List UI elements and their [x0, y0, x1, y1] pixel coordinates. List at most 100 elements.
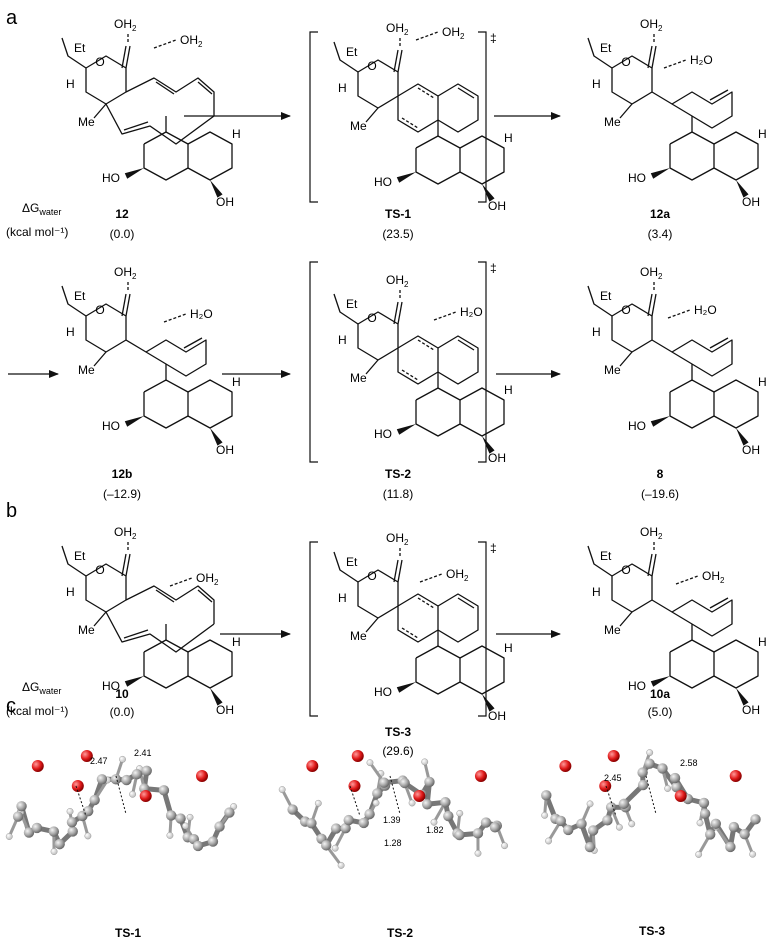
energy-ts1: (23.5): [382, 227, 413, 241]
water-10a-label: OH2: [702, 569, 725, 585]
ts1-double-dagger: ‡: [490, 31, 497, 45]
label-ts3: TS-3: [385, 725, 411, 739]
water-10a: OH2: [675, 569, 725, 585]
structure-12-water-top: OH2: [114, 17, 137, 33]
structure-12a-oh-lower: OH: [742, 195, 760, 209]
model-ts1-o-atom: [31, 760, 44, 772]
ts1-bracket-right: [478, 31, 487, 203]
structure-10-h-right: H: [232, 635, 241, 649]
ts-brackets: [309, 31, 487, 717]
structure-10a-me: Me: [604, 623, 621, 637]
svg-text:(kcal mol⁻¹): (kcal mol⁻¹): [6, 704, 68, 718]
structure-ts1-oh-lower: OH: [488, 199, 506, 213]
structure-12-ring-o: O: [95, 55, 104, 69]
model-ts3-c-atom: [637, 779, 649, 791]
dist-ts2-a: 1.39: [383, 815, 401, 825]
model-ts2-h-atom: [372, 799, 380, 807]
structure-10-ring-o: O: [95, 563, 104, 577]
model-ts2-h-atom: [456, 809, 464, 817]
structure-10-water-top: OH2: [114, 525, 137, 541]
model-ts1-c-atom: [48, 826, 60, 837]
structure-12-ho: HO: [102, 171, 120, 185]
model-ts2-c-atom: [378, 777, 390, 788]
model-ts1-h-atom: [186, 813, 194, 821]
structure-12b-water-top: OH2: [114, 265, 137, 281]
model-ts1-c-atom: [110, 774, 122, 785]
model-ts2-h-atom: [430, 818, 438, 826]
structure-ts2-h-left: H: [338, 333, 347, 347]
model-ts2-c-atom: [472, 828, 484, 839]
dist-ts1-a: 2.47: [90, 756, 108, 766]
svg-text:ΔGwater: ΔGwater: [22, 201, 61, 217]
structure-ts2-h-right: H: [504, 383, 513, 397]
model-ts2-c-atom: [364, 808, 375, 820]
model-ts2-h-atom: [501, 842, 508, 850]
ts3-double-dagger: ‡: [490, 541, 497, 555]
structure-ts3-oh-lower: OH: [488, 709, 506, 723]
structure-12a-h-left: H: [592, 77, 601, 91]
water-8: H₂O: [667, 303, 717, 319]
model-ts1-c-atom: [16, 801, 27, 812]
model-ts2: [278, 750, 508, 869]
model-ts1-h-atom: [181, 822, 189, 830]
model-ts1-c-atom: [207, 836, 219, 847]
structure-8-et: Et: [600, 289, 612, 303]
structure-12a-me: Me: [604, 115, 621, 129]
structure-12b-me: Me: [78, 363, 95, 377]
model-ts1-c-atom: [141, 765, 152, 777]
model-ts1-h-atom: [66, 808, 74, 815]
model-ts1-c-atom: [82, 805, 94, 817]
structure-ts3-h-left: H: [338, 591, 347, 605]
label-ts2: TS-2: [385, 467, 411, 481]
model-layer: [5, 749, 761, 869]
structure-ts1-h-right: H: [504, 131, 513, 145]
model-ts2-c-atom: [424, 776, 435, 788]
dist-ts2-c: 1.28: [384, 838, 402, 848]
panel-label-c: c: [6, 695, 16, 717]
water-12a-label: H₂O: [690, 53, 713, 67]
model-ts2-c-atom: [422, 799, 433, 810]
structure-8-h-left: H: [592, 325, 601, 339]
structure-12b-ho: HO: [102, 419, 120, 433]
dist-ts1-b: 2.41: [134, 748, 152, 758]
structure-ts3-h-right: H: [504, 641, 513, 655]
model-ts2-c-atom: [287, 804, 298, 815]
model-ts1-c-atom: [121, 774, 132, 786]
water-ts3-label: OH2: [446, 567, 469, 583]
model-ts2-o-atom: [306, 760, 319, 772]
label-10a: 10a: [650, 687, 670, 701]
water-12b-label: H₂O: [190, 307, 213, 321]
structure-8-oh-lower: OH: [742, 443, 760, 457]
model-ts3-h-atom: [696, 819, 704, 827]
model-ts1-c-atom: [31, 822, 43, 834]
structure-ts2-water-top: OH2: [386, 273, 409, 289]
structure-8-water-top: OH2: [640, 265, 663, 281]
model-ts3-c-atom: [657, 763, 668, 774]
model-ts3-h-atom: [615, 823, 623, 831]
structure-10a-ring-o: O: [621, 563, 630, 577]
model-ts3-h-atom: [695, 851, 703, 858]
dist-ts2-b: 1.82: [426, 825, 444, 835]
structure-10-h-left: H: [66, 585, 75, 599]
model-ts1-c-atom: [158, 785, 170, 796]
model-ts1-c-atom: [192, 840, 204, 852]
model-ts3-c-atom: [725, 841, 736, 853]
structure-10-oh-lower: OH: [216, 703, 234, 717]
energy-legend-b: ΔGwater (kcal mol⁻¹): [6, 680, 68, 718]
model-ts2-c-atom: [440, 797, 451, 808]
model-ts3-c-atom: [563, 824, 574, 836]
model-ts2-h-atom: [337, 861, 345, 869]
model-ts2-c-atom: [343, 814, 354, 826]
model-ts2-c-atom: [330, 823, 342, 834]
model-ts3-c-atom: [644, 758, 655, 769]
model-ts1-c-atom: [214, 821, 225, 832]
model-ts3-h-atom: [545, 837, 552, 845]
model-ts1-c-atom: [96, 774, 108, 785]
reaction-arrows: [8, 112, 561, 638]
model-ts2-c-atom: [306, 818, 317, 829]
model-ts1: [5, 750, 238, 855]
model-ts1-c-atom: [23, 827, 35, 838]
